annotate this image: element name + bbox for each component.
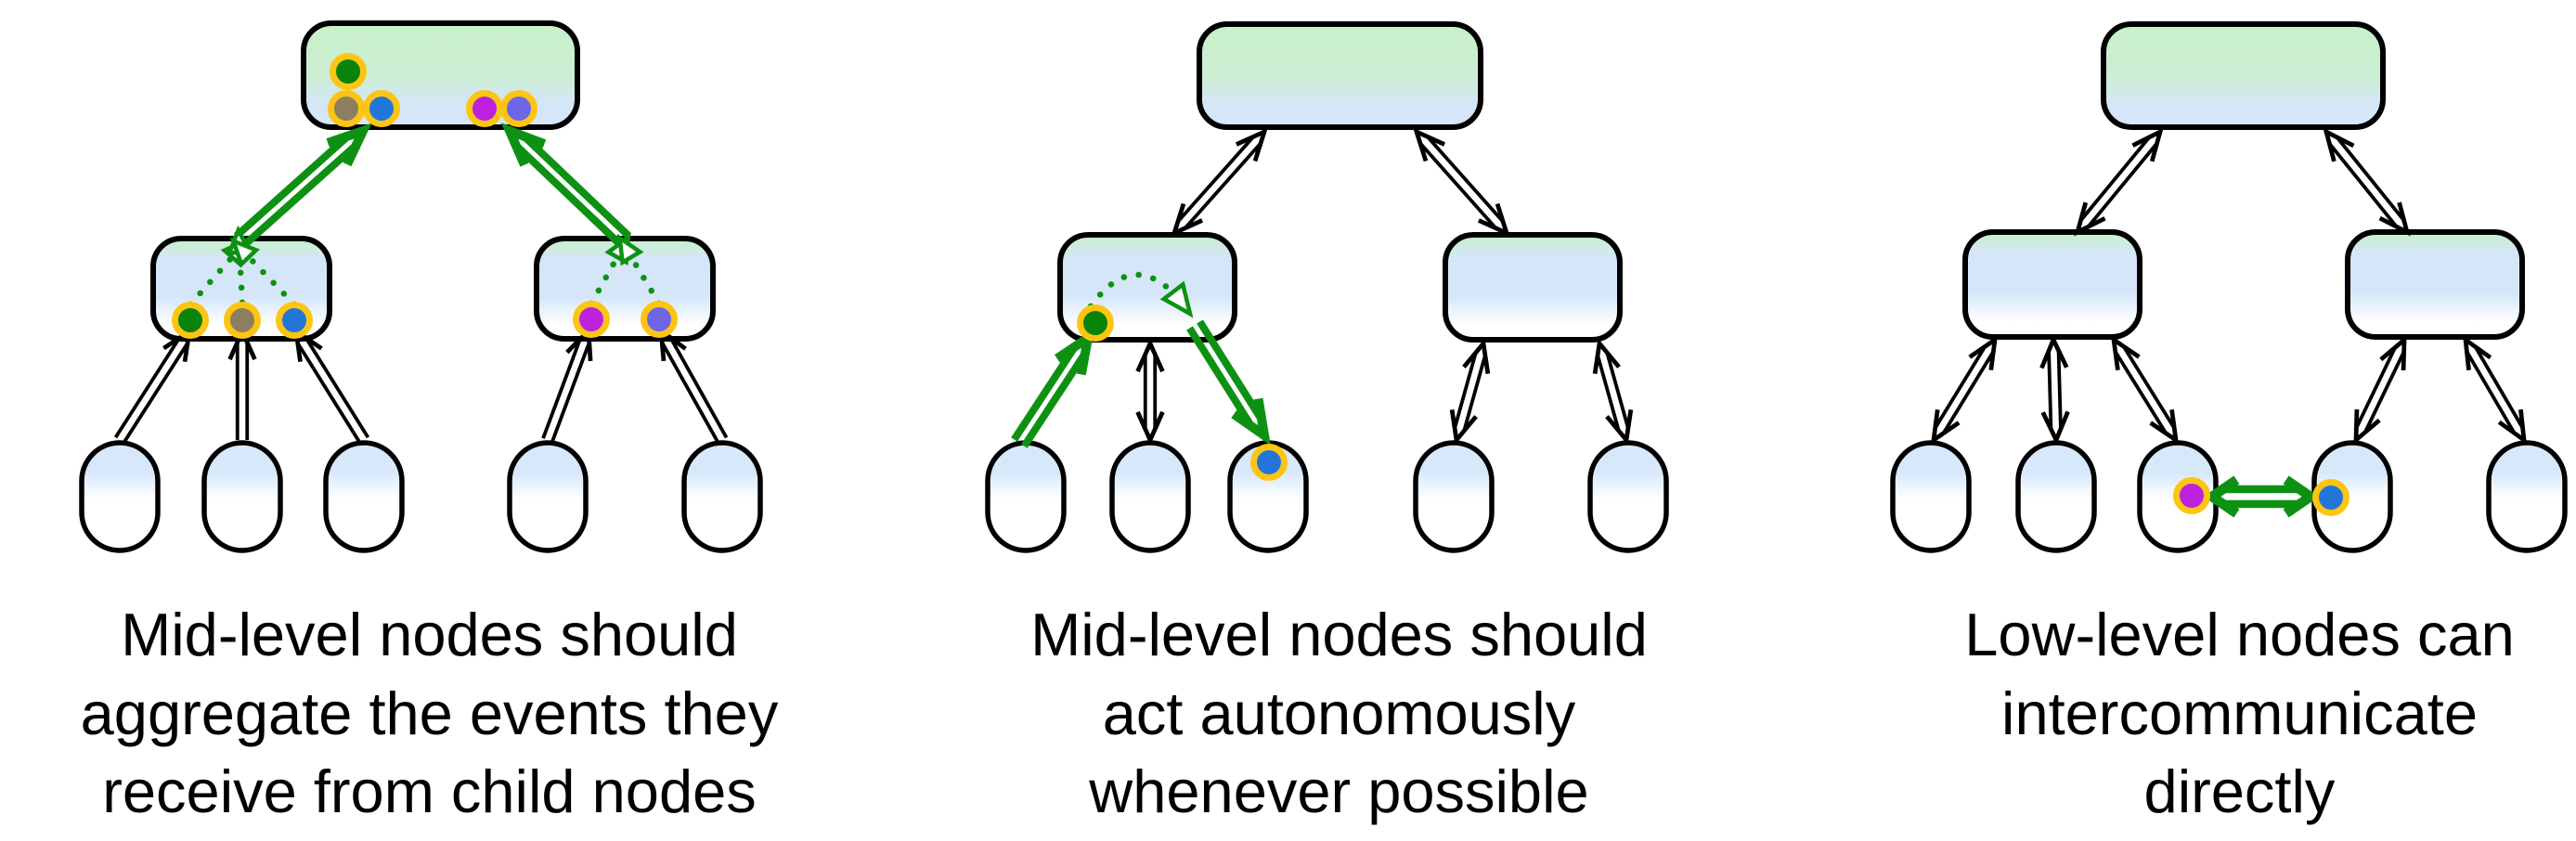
top-node — [2101, 21, 2386, 130]
mid-node-right — [1443, 232, 1623, 343]
low-node-5 — [2486, 440, 2568, 553]
event-dot-violet — [500, 90, 537, 127]
dotted-aggregation-link — [245, 253, 298, 308]
event-dot-gray — [328, 90, 365, 127]
event-dot-green — [330, 53, 367, 90]
comm-arrow — [2463, 334, 2527, 446]
hollow-arrowhead — [229, 237, 261, 268]
aggregate-arrow — [500, 123, 632, 248]
mid-node-left — [1962, 229, 2142, 340]
low-node-2 — [201, 440, 283, 553]
report-arrow — [113, 327, 193, 444]
event-dot-blue — [1250, 444, 1288, 481]
comm-arrow — [1592, 338, 1634, 446]
p2p-arrow — [2203, 475, 2320, 518]
top-node — [1197, 21, 1483, 130]
event-dot-blue — [2312, 479, 2349, 516]
dotted-aggregation-link — [187, 253, 236, 308]
low-node-4 — [507, 440, 589, 553]
dotted-aggregation-link — [588, 253, 621, 307]
low-node-2 — [2015, 440, 2097, 553]
comm-arrow — [2074, 127, 2164, 237]
comm-arrow — [1449, 338, 1491, 446]
report-arrow — [658, 325, 729, 444]
low-node-1 — [79, 440, 161, 553]
dotted-aggregation-link — [628, 253, 663, 307]
caption-aggregation: Mid-level nodes should aggregate the eve… — [80, 601, 779, 825]
dotted-autonomy-arc — [1087, 271, 1187, 310]
event-dot-magenta — [2173, 477, 2210, 514]
event-dot-green — [1077, 304, 1114, 342]
comm-arrow — [1930, 335, 1999, 445]
panel-aggregation — [79, 20, 763, 553]
event-in-arrow — [1011, 328, 1095, 448]
report-arrow — [292, 327, 370, 444]
comm-arrow — [2039, 334, 2070, 446]
panel-intercommunication — [1890, 21, 2568, 553]
low-node-1 — [1890, 440, 1972, 553]
event-dot-magenta — [573, 301, 610, 338]
report-arrow — [541, 325, 593, 443]
event-dot-gray — [224, 302, 261, 339]
event-dot-violet — [641, 301, 678, 338]
low-node-4 — [1413, 440, 1495, 553]
low-node-5 — [1587, 440, 1669, 553]
event-dot-magenta — [466, 90, 503, 127]
low-node-3 — [323, 440, 405, 553]
panel-autonomy — [985, 21, 1669, 553]
comm-arrow — [2110, 335, 2180, 445]
aggregate-arrow — [234, 123, 372, 248]
comm-arrow — [1135, 338, 1165, 446]
event-dot-blue — [276, 302, 313, 339]
low-node-1 — [985, 440, 1067, 553]
hollow-arrowhead — [616, 233, 644, 266]
action-out-arrow — [1186, 319, 1271, 446]
hollow-arrowhead — [1159, 280, 1194, 318]
caption-intercommunication: Low-level nodes can intercommunicate dir… — [1964, 601, 2515, 825]
mid-node-right — [2345, 229, 2525, 340]
low-node-5 — [681, 440, 763, 553]
event-dot-green — [172, 302, 209, 339]
comm-arrow — [2353, 334, 2407, 446]
low-node-2 — [1109, 440, 1191, 553]
comm-arrow — [1171, 127, 1268, 238]
caption-autonomy: Mid-level nodes should act autonomously … — [1030, 601, 1648, 825]
event-dot-blue — [363, 90, 400, 127]
comm-arrow — [2323, 127, 2411, 237]
comm-arrow — [1413, 127, 1510, 238]
report-arrow — [227, 326, 257, 440]
